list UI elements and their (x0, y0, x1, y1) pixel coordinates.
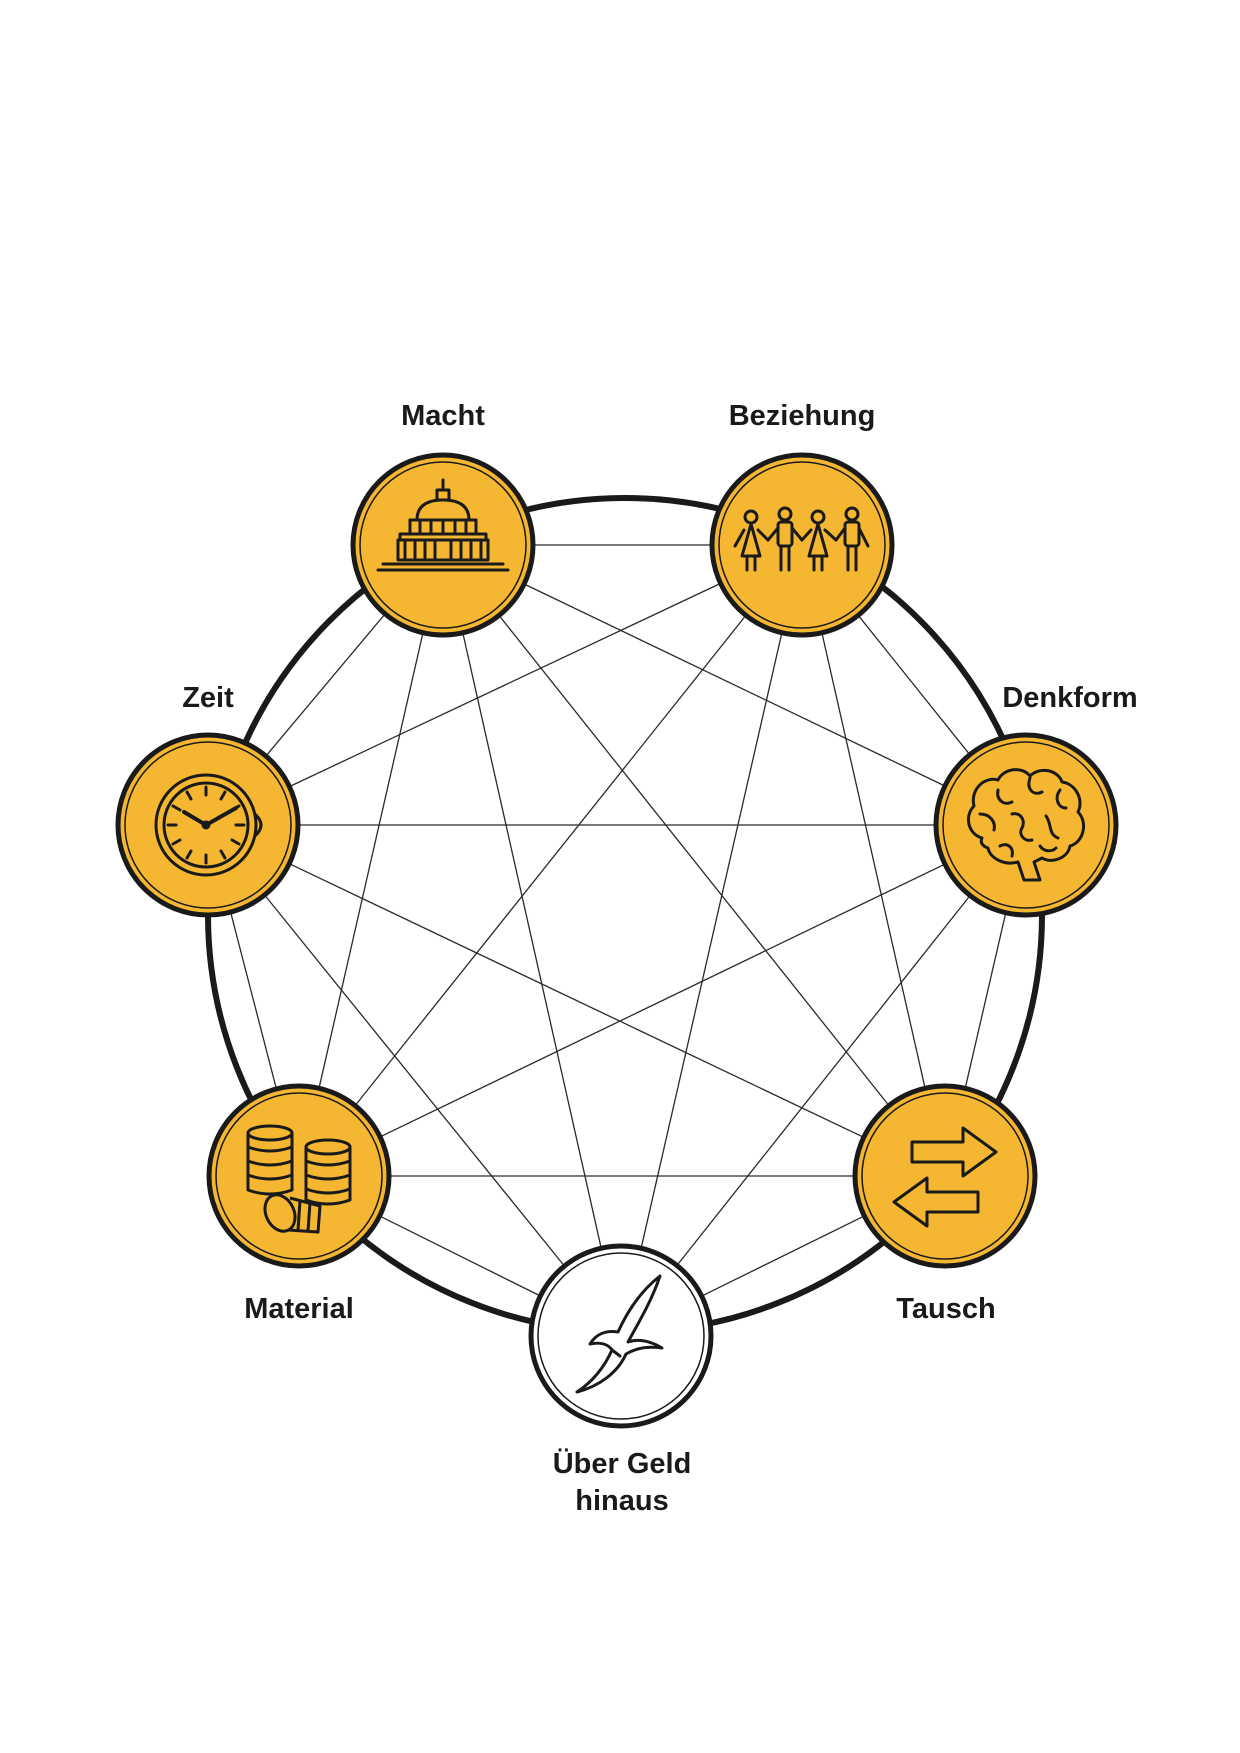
node-label-line-2: hinaus (575, 1485, 668, 1517)
node-inner-ring (861, 1092, 1029, 1260)
node-circle (933, 732, 1119, 918)
connection-line (379, 1215, 541, 1297)
brain-icon (966, 768, 1086, 882)
node-tausch[interactable]: Tausch (852, 1083, 1038, 1325)
bird-icon (575, 1274, 664, 1394)
connection-line (318, 632, 424, 1089)
coin-stacks-icon (246, 1124, 352, 1234)
node-label: Tausch (896, 1293, 995, 1325)
node-zeit[interactable]: Zeit (115, 682, 301, 918)
node-denkform[interactable]: Denkform (933, 682, 1138, 918)
capitol-building-icon (376, 478, 510, 572)
people-holding-hands-icon (733, 506, 870, 572)
connection-line (640, 632, 783, 1249)
node-macht[interactable]: Macht (350, 400, 536, 638)
node-circle (709, 452, 895, 638)
connection-line (265, 613, 386, 757)
exchange-arrows-icon (892, 1126, 998, 1228)
connection-line (964, 912, 1007, 1089)
connection-line (289, 863, 864, 1138)
connection-line (462, 632, 602, 1249)
node-circle (206, 1083, 392, 1269)
node-label: Material (244, 1293, 354, 1325)
node-circle (350, 452, 536, 638)
node-label: Beziehung (729, 400, 876, 432)
connection-line (523, 583, 946, 787)
node-circle (528, 1243, 714, 1429)
connection-line (264, 894, 565, 1267)
connection-line (701, 1215, 865, 1297)
connection-line (229, 911, 278, 1090)
node-inner-ring (942, 741, 1110, 909)
connection-line (289, 582, 721, 788)
node-inner-ring (718, 461, 886, 629)
connection-line (857, 614, 971, 756)
node-label-line-1: Über Geld (553, 1447, 692, 1480)
node-beziehung[interactable]: Beziehung (709, 400, 895, 638)
node-label: Macht (401, 400, 485, 432)
connection-line (379, 863, 946, 1138)
connection-line (821, 632, 926, 1089)
connection-line (354, 614, 747, 1107)
clock-icon (154, 773, 263, 877)
node-label: Zeit (182, 682, 234, 714)
node-inner-ring (359, 461, 527, 629)
node-inner-ring (537, 1252, 705, 1420)
node-inner-ring (124, 741, 292, 909)
node-circle (852, 1083, 1038, 1269)
node-label: Denkform (1002, 682, 1137, 714)
connection-lines (229, 544, 1007, 1297)
connection-line (498, 614, 890, 1107)
node-ueber-geld-hinaus[interactable]: Über Geld hinaus (528, 1243, 714, 1517)
node-inner-ring (215, 1092, 383, 1260)
node-material[interactable]: Material (206, 1083, 392, 1325)
connection-line (676, 895, 971, 1266)
